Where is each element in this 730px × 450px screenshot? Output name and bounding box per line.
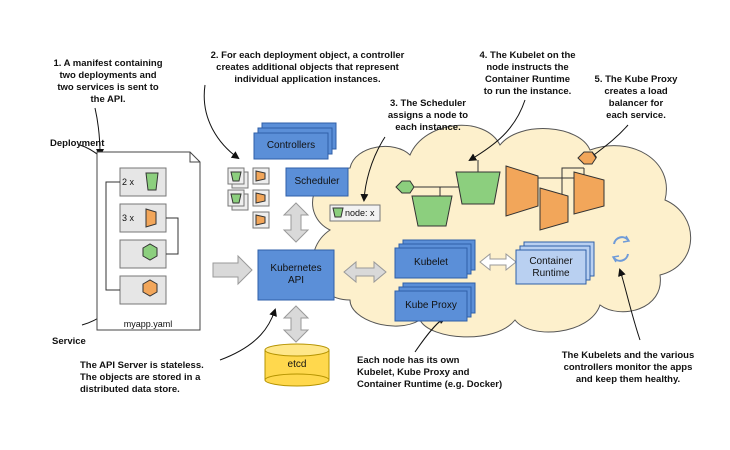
- running-workloads: [395, 151, 605, 231]
- manifest-to-api-arrow: [212, 254, 253, 286]
- orange-pod-running-2: [539, 187, 569, 231]
- sync-icon: [611, 235, 631, 263]
- green-pod-running-2: [411, 195, 453, 227]
- api-kubelet-arrow: [343, 260, 387, 284]
- orange-service-running: [577, 151, 597, 165]
- container-runtime-label: Container Runtime: [529, 256, 573, 279]
- container-runtime-stack: [515, 241, 595, 285]
- callout-arrows: [79, 84, 641, 361]
- replica-count-green: 2 x: [122, 177, 135, 187]
- deployment-label: Deployment: [50, 138, 105, 149]
- instance-objects: [227, 167, 270, 229]
- manifest-filename: myapp.yaml: [123, 319, 173, 329]
- orange-pod-running-3: [573, 171, 605, 215]
- scheduler-api-arrow: [282, 202, 310, 243]
- service-label: Service: [52, 336, 86, 347]
- green-service-running: [395, 180, 415, 194]
- callout-step5: 5. The Kube Proxy creates a load balance…: [594, 74, 678, 121]
- kube-proxy-stack: [394, 282, 476, 322]
- orange-pod-icon: [145, 208, 157, 228]
- kubernetes-api-box: [257, 249, 335, 301]
- arrow-step3: [360, 136, 386, 202]
- callout-monitor: The Kubelets and the various controllers…: [561, 350, 695, 385]
- kubelet-label: Kubelet: [414, 257, 448, 268]
- scheduler-box: [285, 167, 349, 197]
- replica-count-orange: 3 x: [122, 213, 135, 223]
- green-pod-icon: [145, 172, 159, 191]
- deployment-orange-card: [119, 203, 167, 233]
- orange-pod-running-1: [505, 165, 539, 217]
- kubelet-stack: [394, 239, 476, 279]
- etcd-label: etcd: [287, 359, 307, 370]
- arrow-monitor: [618, 268, 641, 341]
- green-pod-running-1: [455, 171, 501, 205]
- kubernetes-api-label: Kubernetes API: [270, 263, 322, 286]
- cluster-cloud: [312, 124, 692, 338]
- arrow-api-note: [219, 308, 277, 361]
- green-service-icon: [142, 243, 158, 261]
- node-tag-label: node: x: [345, 208, 375, 218]
- callout-step4: 4. The Kubelet on the node instructs the…: [479, 50, 576, 97]
- kube-proxy-label: Kube Proxy: [405, 300, 457, 311]
- controllers-stack: [253, 122, 337, 160]
- etcd-cylinder: [264, 343, 330, 387]
- arrow-step2: [203, 84, 240, 160]
- api-etcd-arrow: [282, 305, 310, 343]
- node-tag: [329, 204, 381, 222]
- callout-node-components: Each node has its own Kubelet, Kube Prox…: [357, 355, 503, 390]
- callout-api-stateless: The API Server is stateless. The objects…: [80, 360, 204, 395]
- scheduler-label: Scheduler: [294, 176, 340, 187]
- callout-step2: 2. For each deployment object, a control…: [210, 50, 405, 85]
- orange-service-icon: [142, 279, 158, 297]
- manifest-document: [96, 151, 201, 331]
- controllers-label: Controllers: [266, 140, 316, 151]
- callout-step3: 3. The Scheduler assigns a node to each …: [387, 98, 469, 133]
- bracket-right: [166, 217, 179, 255]
- callout-step1: 1. A manifest containing two deployments…: [53, 58, 163, 105]
- arrow-step4: [468, 99, 526, 162]
